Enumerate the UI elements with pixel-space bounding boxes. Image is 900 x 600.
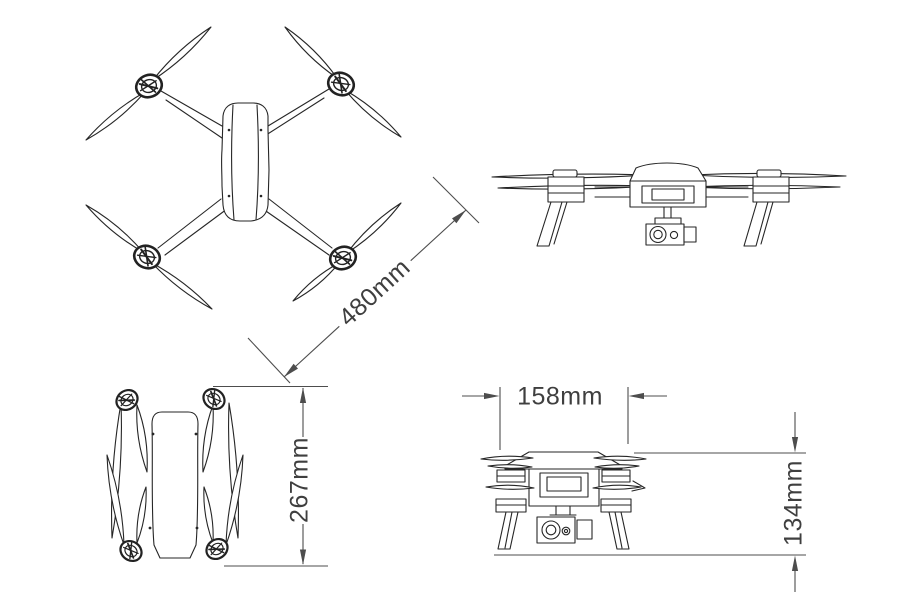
gimbal-camera xyxy=(536,505,593,544)
dimension-158mm xyxy=(462,387,667,450)
front-view-folded-drone xyxy=(480,451,647,550)
dimension-134mm xyxy=(494,412,806,592)
top-view-open-drone xyxy=(85,26,402,310)
dimension-label-folded-length: 267mm xyxy=(285,437,314,523)
gimbal-camera xyxy=(645,206,697,246)
dimension-480mm xyxy=(247,176,480,384)
motor-icon xyxy=(115,535,147,567)
front-view-open-drone xyxy=(491,162,847,247)
motor-icon xyxy=(198,383,230,415)
dimension-267mm xyxy=(213,385,328,567)
top-view-folded-drone xyxy=(106,383,244,567)
dimension-label-folded-width: 158mm xyxy=(517,382,603,411)
dimension-label-folded-height: 134mm xyxy=(779,460,808,546)
